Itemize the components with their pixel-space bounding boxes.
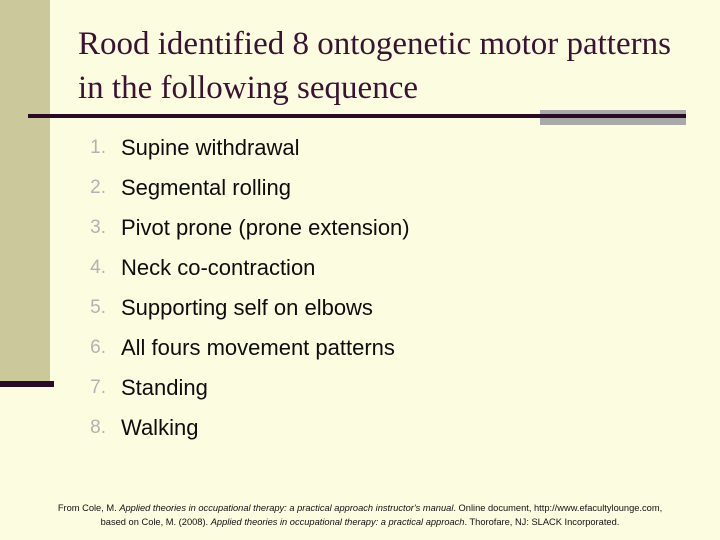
motor-patterns-list: 1. Supine withdrawal 2. Segmental rollin…	[84, 128, 410, 448]
citation-line-1: From Cole, M. Applied theories in occupa…	[0, 501, 720, 515]
citation-1-book-title: Applied theories in occupational therapy…	[119, 503, 454, 513]
list-item-text: All fours movement patterns	[121, 335, 395, 360]
list-item: 8. Walking	[84, 408, 410, 448]
list-item: 3. Pivot prone (prone extension)	[84, 208, 410, 248]
citation-2-book-title: Applied theories in occupational therapy…	[210, 517, 465, 527]
citation-2-suffix: . Thorofare, NJ: SLACK Incorporated.	[464, 517, 620, 527]
citation-1-suffix: . Online document, http://www.efacultylo…	[453, 503, 663, 513]
list-item-text: Standing	[121, 375, 208, 400]
citation-footer: From Cole, M. Applied theories in occupa…	[0, 501, 720, 529]
list-item: 4. Neck co-contraction	[84, 248, 410, 288]
list-item-text: Supporting self on elbows	[121, 295, 373, 320]
list-item-number: 3.	[90, 217, 106, 238]
citation-1-prefix: From Cole, M.	[57, 503, 120, 513]
list-item-text: Pivot prone (prone extension)	[121, 215, 410, 240]
list-item-text: Segmental rolling	[121, 175, 291, 200]
sidebar-accent-bar	[0, 0, 50, 381]
list-item-number: 1.	[90, 137, 106, 158]
list-item-text: Supine withdrawal	[121, 135, 300, 160]
list-item-number: 6.	[90, 337, 106, 358]
list-item-number: 5.	[90, 297, 106, 318]
list-item: 1. Supine withdrawal	[84, 128, 410, 168]
list-item: 2. Segmental rolling	[84, 168, 410, 208]
list-item-number: 8.	[90, 417, 106, 438]
list-item-text: Neck co-contraction	[121, 255, 316, 280]
list-item: 5. Supporting self on elbows	[84, 288, 410, 328]
list-item-number: 7.	[90, 377, 106, 398]
slide-title: Rood identified 8 ontogenetic motor patt…	[78, 26, 671, 106]
list-item-number: 2.	[90, 177, 106, 198]
citation-2-prefix: based on Cole, M. (2008).	[100, 517, 211, 527]
sidebar-bottom-line	[0, 381, 54, 387]
list-item-number: 4.	[90, 257, 106, 278]
list-item: 6. All fours movement patterns	[84, 328, 410, 368]
citation-line-2: based on Cole, M. (2008). Applied theori…	[0, 515, 720, 529]
title-underline	[28, 114, 686, 118]
list-item-text: Walking	[121, 415, 199, 440]
list-item: 7. Standing	[84, 368, 410, 408]
